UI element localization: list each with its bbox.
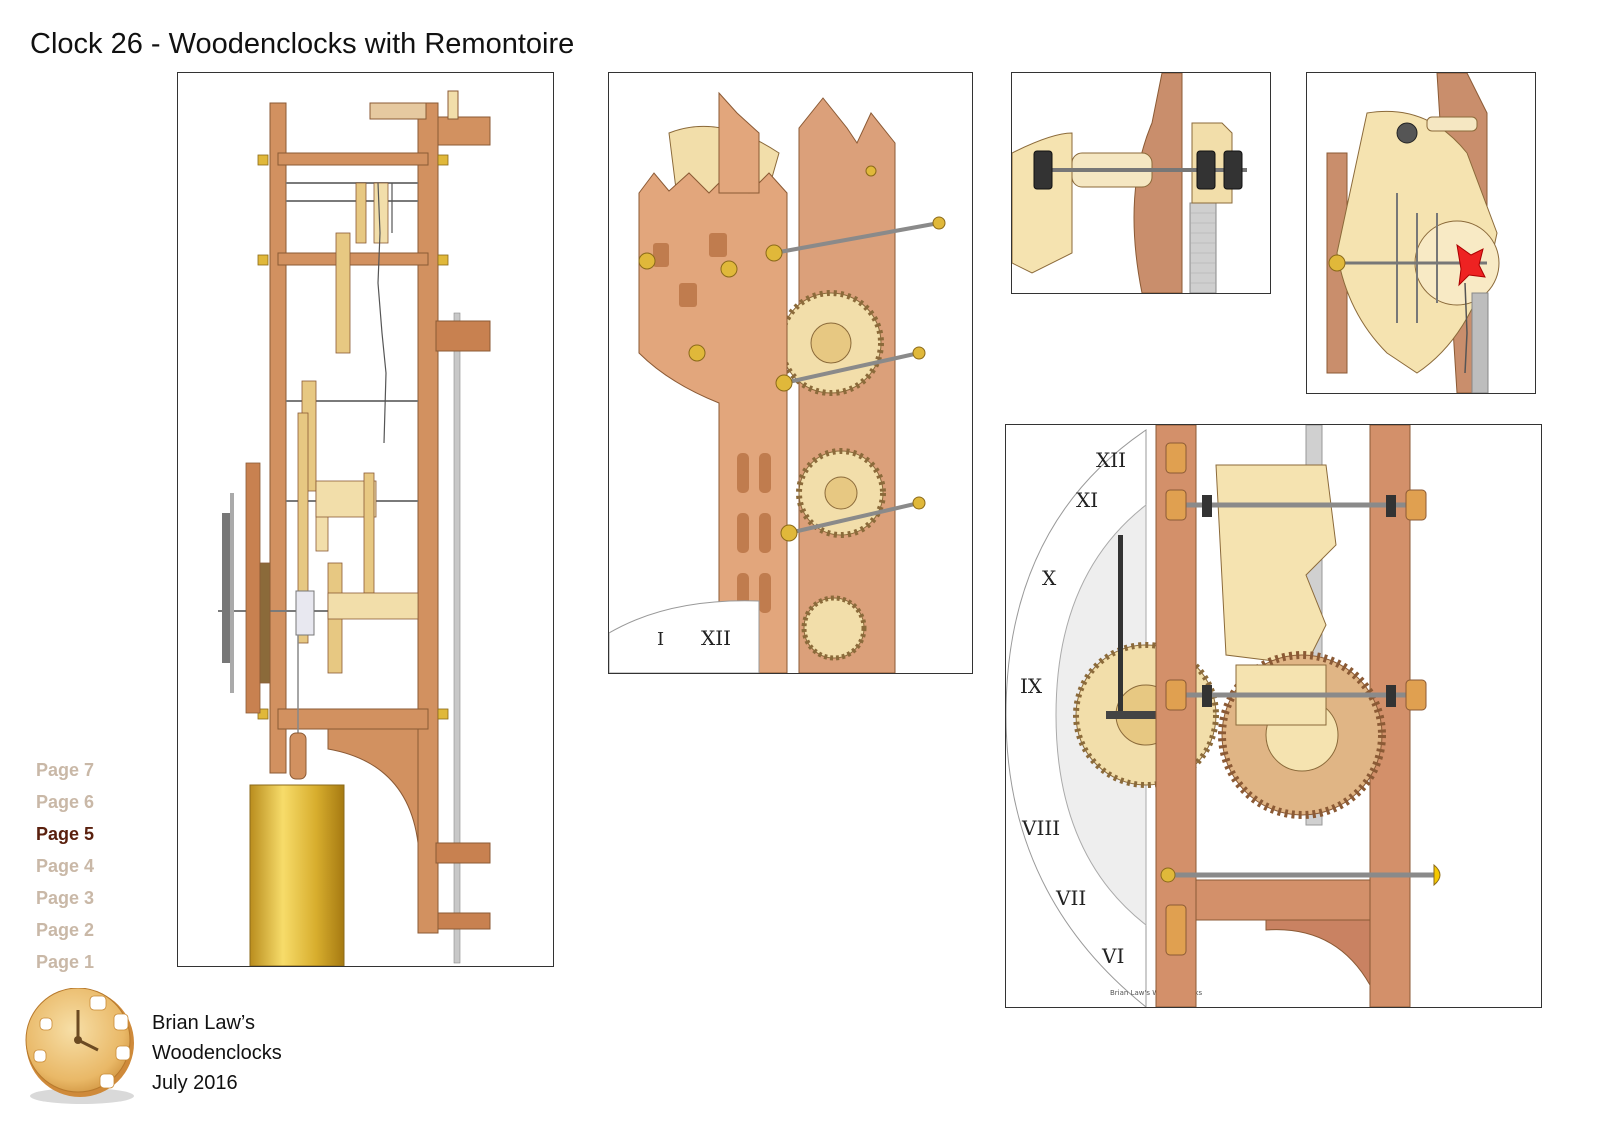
credits-author: Brian Law’s [152, 1012, 256, 1034]
dial-numeral-xii-side: XII [1096, 448, 1126, 472]
dial-numeral-viii-side: VIII [1021, 816, 1060, 840]
dial-numeral-xii: XII [701, 626, 731, 650]
credits-brand: Woodenclocks [152, 1042, 282, 1064]
svg-text:I: I [657, 629, 664, 650]
dial-numeral-vii-side: VII [1055, 886, 1086, 910]
page-7-link[interactable]: Page 7 [36, 760, 95, 780]
dial-side-drawing: XII XI X IX VIII VII VI Brian Law's Wood… [1006, 425, 1441, 1007]
page-title: Clock 26 - Woodenclocks with Remontoire [30, 28, 575, 60]
woodenclocks-logo-icon [20, 987, 140, 1106]
page-1-link[interactable]: Page 1 [36, 952, 95, 972]
page-2-link[interactable]: Page 2 [36, 920, 95, 940]
page-3-link[interactable]: Page 3 [36, 888, 95, 908]
dial-numeral-x-side: X [1042, 566, 1057, 590]
page-6-link[interactable]: Page 6 [36, 792, 95, 812]
credits-date: July 2016 [152, 1072, 238, 1094]
page-5-link[interactable]: Page 5 [36, 824, 95, 844]
dial-numeral-xi-side: XI [1076, 488, 1098, 512]
credits-block: Brian Law’s Woodenclocks July 2016 [152, 1008, 282, 1098]
frame-top-drawing: XII I [609, 91, 946, 673]
dial-numeral-ix-side: IX [1020, 674, 1043, 698]
side-view-drawing [218, 90, 491, 966]
frame-top-illustration: XII I [608, 72, 973, 674]
remontoire-detail-drawing [1326, 73, 1500, 393]
remontoire-detail-illustration [1306, 72, 1536, 394]
side-view-illustration [177, 72, 554, 967]
page-4-link[interactable]: Page 4 [36, 856, 95, 876]
bearing-closeup-illustration [1011, 72, 1271, 294]
page-navigation: Page 7 Page 6 Page 5 Page 4 Page 3 Page … [36, 754, 94, 978]
bearing-closeup-drawing [1012, 73, 1247, 293]
dial-side-illustration: XII XI X IX VIII VII VI Brian Law's Wood… [1005, 424, 1542, 1008]
dial-numeral-vi-side: VI [1101, 944, 1124, 968]
